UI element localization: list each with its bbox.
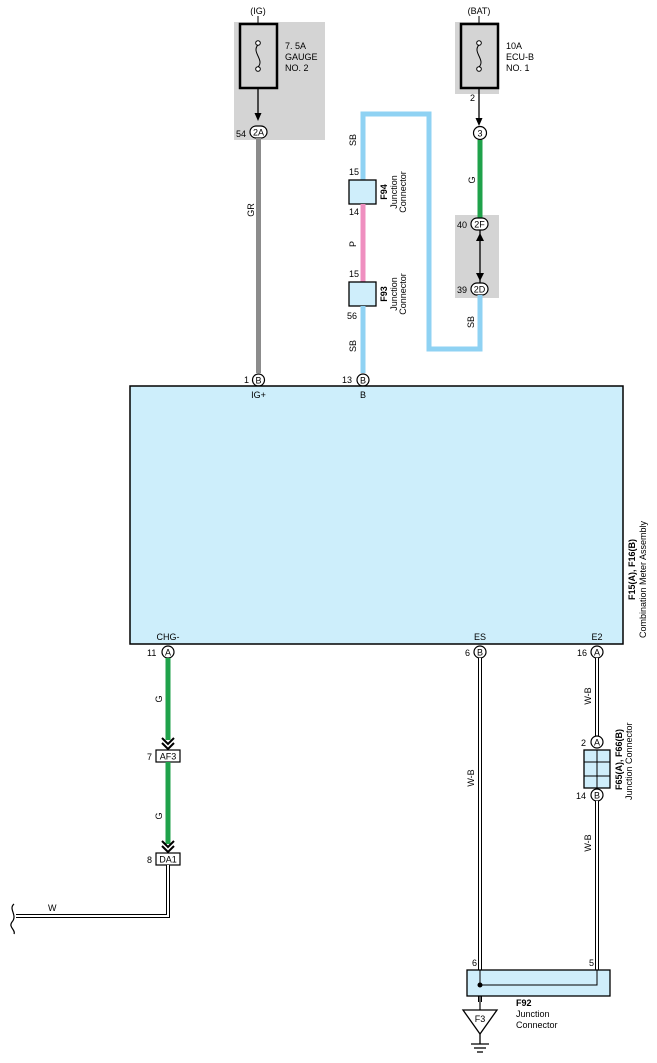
svg-text:A: A [594, 738, 600, 748]
svg-text:2F: 2F [474, 220, 485, 230]
f93-id: F93 [379, 286, 389, 302]
svg-text:B: B [360, 376, 366, 386]
svg-text:A: A [594, 648, 600, 658]
meter-pin-b-num: 13 [342, 375, 352, 385]
g-bat-wire-label: G [467, 176, 477, 183]
wb-e2-wire-label-1: W-B [583, 687, 593, 704]
f94-pin-bottom: 14 [349, 207, 359, 217]
splice-dot [477, 982, 483, 988]
fuse-icon [476, 40, 482, 72]
f94-label-1: Junction [389, 175, 399, 209]
meter-pin-chg-num: 11 [147, 648, 156, 658]
af3-pin: 7 [147, 752, 152, 762]
meter-name: Combination Meter Assembly [638, 520, 648, 638]
bat-fuse-pin: 2 [470, 93, 475, 103]
da1-pin: 8 [147, 855, 152, 865]
arrow-down-icon [254, 113, 262, 121]
meter-label-chg: CHG- [157, 632, 180, 642]
f93-label-1: Junction [389, 277, 399, 311]
wb-e2-wire-label-2: W-B [583, 834, 593, 851]
bat-fuse-rating: 10A [506, 41, 522, 51]
bat-source-label: (BAT) [468, 6, 491, 16]
f65-pin-a [590, 735, 604, 749]
g-chg-wire-label-2: G [154, 812, 164, 819]
g-chg-wire-label-1: G [154, 695, 164, 702]
ig-fuse-name-2: NO. 2 [285, 63, 309, 73]
svg-text:3: 3 [477, 129, 482, 139]
chevron-down-icon [161, 840, 175, 854]
f93-pin-bottom: 56 [347, 311, 357, 321]
svg-text:DA1: DA1 [159, 855, 177, 865]
conn-2f-pin: 40 [457, 220, 467, 230]
meter-label-es: ES [474, 632, 486, 642]
f65-junction-connector [583, 749, 611, 789]
w-wire [16, 865, 170, 918]
ground-triangle [461, 1009, 499, 1036]
arrow-down-icon [476, 273, 484, 281]
f65-id: F65(A), F66(B) [614, 729, 624, 790]
f94-junction-connector [348, 179, 377, 205]
ig-pin-number: 54 [236, 129, 246, 139]
f92-pin-left: 6 [472, 958, 477, 968]
f65-pin-bottom: 14 [576, 791, 586, 801]
f92-id: F92 [516, 998, 532, 1008]
bat-fuse-name-1: ECU-B [506, 52, 534, 62]
bat-connector-3 [472, 125, 488, 141]
svg-text:B: B [255, 376, 261, 386]
svg-text:2D: 2D [474, 285, 486, 295]
sb-bat-wire-label: SB [466, 316, 476, 328]
meter-label-igp: IG+ [251, 390, 266, 400]
svg-text:B: B [594, 791, 600, 801]
f92-label-1: Junction [516, 1009, 550, 1019]
meter-label-b: B [360, 390, 366, 400]
wire-break-icon [10, 903, 15, 935]
f65-pin-top: 2 [581, 738, 586, 748]
fuse-icon [255, 40, 261, 72]
conn-2d-pin: 39 [457, 285, 467, 295]
meter-label-e2: E2 [591, 632, 602, 642]
svg-text:B: B [477, 648, 483, 658]
sb-loop-wire [360, 111, 483, 352]
f92-junction-connector [466, 969, 611, 997]
combination-meter-assembly [129, 385, 624, 645]
arrow-down-icon [475, 118, 483, 126]
gr-wire-label: GR [246, 203, 256, 217]
sb-f93-wire-label: SB [348, 340, 358, 352]
f94-label-2: Connector [398, 171, 408, 213]
ig-source-label: (IG) [250, 6, 266, 16]
f94-pin-top: 15 [349, 167, 359, 177]
f94-id: F94 [379, 184, 389, 200]
f65-name: Junction Connector [624, 722, 634, 800]
svg-text:A: A [165, 648, 171, 658]
ig-fuse-name-1: GAUGE [285, 52, 318, 62]
arrow-up-icon [476, 233, 484, 241]
wb-es-wire-label: W-B [466, 769, 476, 786]
f93-label-2: Connector [398, 273, 408, 315]
chevron-down-icon [161, 737, 175, 751]
sb-top-wire-label: SB [348, 134, 358, 146]
meter-pin-es-num: 6 [465, 648, 470, 658]
bat-fuse-shade [455, 22, 499, 94]
meter-id: F15(A), F16(B) [627, 539, 637, 600]
w-wire-label: W [48, 903, 57, 913]
f92-pin-right: 5 [589, 958, 594, 968]
ig-fuse-rating: 7. 5A [285, 41, 306, 51]
f93-junction-connector [348, 281, 377, 307]
f92-label-2: Connector [516, 1020, 558, 1030]
ground-label: F3 [475, 1014, 486, 1024]
f93-pin-top: 15 [349, 269, 359, 279]
p-wire-label: P [348, 241, 358, 247]
ig-fuse-shade [234, 22, 325, 140]
svg-text:2A: 2A [253, 128, 264, 138]
meter-pin-e2-num: 16 [577, 648, 587, 658]
bat-fuse-name-2: NO. 1 [506, 63, 530, 73]
meter-pin-igp-num: 1 [244, 375, 249, 385]
svg-text:AF3: AF3 [160, 752, 177, 762]
ground-icon [471, 1034, 489, 1053]
